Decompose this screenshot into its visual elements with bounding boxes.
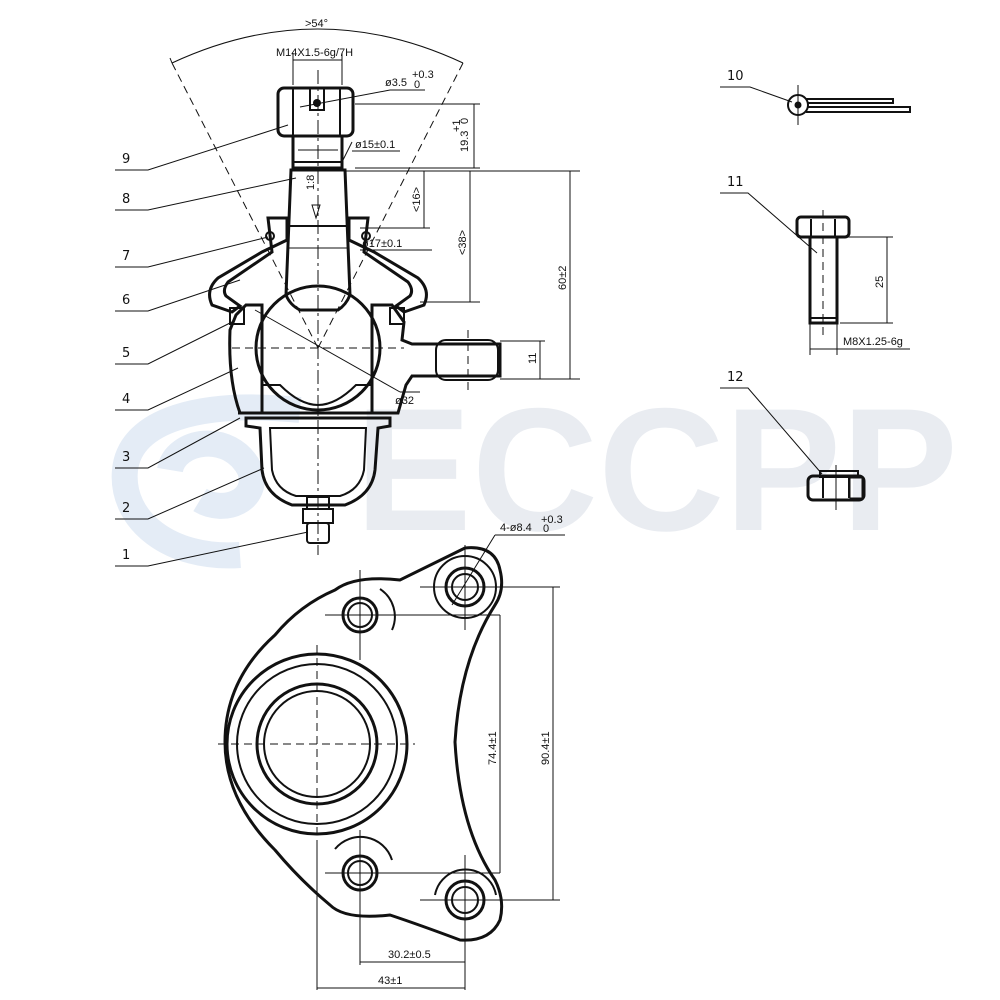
callout-5: 5 bbox=[122, 346, 130, 361]
callout-1: 1 bbox=[122, 548, 130, 563]
thread-length-tol-upper: +1 bbox=[451, 119, 463, 132]
bolt-hole bbox=[325, 830, 500, 920]
overall-height-label: 60±2 bbox=[557, 266, 569, 290]
callout-6: 6 bbox=[122, 293, 130, 308]
bolt-length-label: 25 bbox=[874, 276, 886, 288]
callout-7: 7 bbox=[122, 249, 130, 264]
main-section-view: >54° M14X1.5-6g/7H ø3.5 +0.3 0 19.3 +1 0 bbox=[115, 18, 580, 567]
callout-12: 12 bbox=[727, 370, 744, 385]
watermark-logo-icon bbox=[111, 394, 302, 569]
watermark-text: ECCPP bbox=[355, 373, 958, 568]
bolt-hole bbox=[325, 570, 500, 660]
castle-nut bbox=[276, 86, 355, 138]
callout-9: 9 bbox=[122, 152, 130, 167]
ball-dia-label: ø32 bbox=[395, 395, 414, 407]
callout-2: 2 bbox=[122, 501, 130, 516]
callouts: 9 8 7 6 5 4 3 2 1 bbox=[115, 124, 309, 567]
bolt-part: 11 25 M8X1.25-6g bbox=[720, 175, 910, 355]
flange-thickness-label: 11 bbox=[527, 353, 539, 364]
hole-offset-label: 30.2±0.5 bbox=[388, 949, 431, 961]
pin-hole-tol-lower: 0 bbox=[414, 79, 420, 91]
callout-10: 10 bbox=[727, 69, 744, 84]
holes-tol-upper: +0.3 bbox=[541, 514, 563, 526]
taper-length-label: <16> bbox=[411, 187, 423, 212]
center-offset-label: 43±1 bbox=[378, 975, 402, 987]
nut-part: 12 bbox=[720, 370, 866, 510]
stud-dia-label: ø15±0.1 bbox=[355, 139, 395, 151]
pin-hole-tol-upper: +0.3 bbox=[412, 69, 434, 81]
flange-plan-view: 4-ø8.4 +0.3 0 74.4±1 90.4±1 30.2±0.5 43±… bbox=[218, 514, 565, 990]
bolt-thread-label: M8X1.25-6g bbox=[843, 336, 903, 348]
callout-4: 4 bbox=[122, 392, 130, 407]
seal-dia-label: ø17±0.1 bbox=[362, 238, 402, 250]
outer-hole-spacing-label: 90.4±1 bbox=[540, 731, 552, 765]
callout-11: 11 bbox=[727, 175, 744, 190]
cotter-pin-part: 10 bbox=[720, 69, 911, 125]
callout-3: 3 bbox=[122, 450, 130, 465]
cone-angle-label: >54° bbox=[305, 18, 328, 30]
holes-label: 4-ø8.4 bbox=[500, 522, 532, 534]
bolt-hole bbox=[420, 545, 560, 630]
inner-hole-spacing-label: 74.4±1 bbox=[487, 731, 499, 765]
thread-label: M14X1.5-6g/7H bbox=[276, 47, 353, 59]
callout-8: 8 bbox=[122, 192, 130, 207]
thread-length-label: 19.3 bbox=[459, 131, 471, 152]
boot-height-label: <38> bbox=[457, 230, 469, 255]
pin-hole-label: ø3.5 bbox=[385, 77, 407, 89]
holes-tol-lower: 0 bbox=[543, 523, 549, 535]
taper-label: 1:8 bbox=[305, 175, 317, 190]
thread-length-tol-lower: 0 bbox=[459, 118, 471, 124]
bolt-hole bbox=[420, 855, 560, 990]
